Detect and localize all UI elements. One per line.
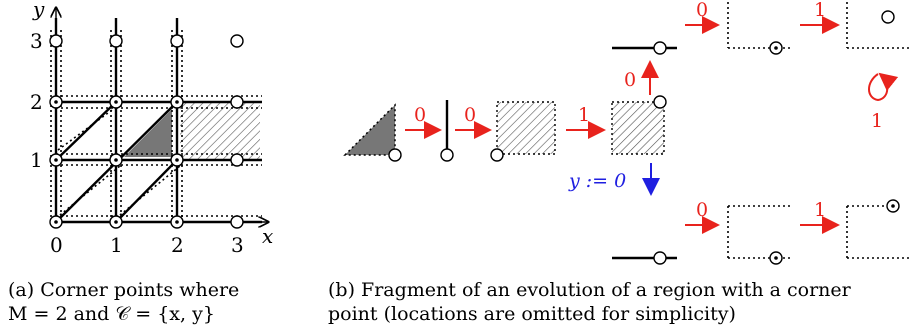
dotted-guides [50, 30, 262, 222]
caption-b: (b) Fragment of an evolution of a region… [328, 278, 851, 326]
panel-b: 0 0 1 0 0 1 [343, 0, 910, 265]
label-top2: 1 [814, 0, 826, 21]
state-bottom-region-2 [846, 205, 910, 259]
state-triangle [343, 103, 396, 156]
state-top-region-2 [846, 2, 910, 49]
label-up: 0 [624, 69, 636, 91]
y-tick-3: 3 [30, 29, 43, 53]
label-bot1: 0 [696, 199, 708, 221]
state-hatched-2 [611, 101, 665, 155]
label-t2: 0 [464, 104, 476, 126]
caption-a-line2: M = 2 and 𝒞 = {x, y} [8, 303, 215, 325]
state-hatched-2-corner [653, 95, 667, 109]
caption-a-line1: (a) Corner points where [8, 279, 240, 301]
state-bottom-region-2-dot [891, 204, 895, 208]
x-tick-2: 2 [171, 233, 184, 257]
y-tick-1: 1 [30, 148, 43, 172]
state-segment-corner [440, 148, 454, 162]
state-top-segment-corner [653, 41, 667, 55]
state-hatched-1-corner [490, 148, 504, 162]
state-bottom-region-1-dot [774, 256, 778, 260]
state-hatched-1 [496, 101, 556, 155]
hatched-region [180, 102, 260, 159]
caption-b-line1: (b) Fragment of an evolution of a region… [328, 279, 851, 301]
x-tick-0: 0 [50, 233, 63, 257]
x-tick-1: 1 [110, 233, 123, 257]
state-bottom-region-1 [727, 205, 790, 259]
caption-b-line2: point (locations are omitted for simplic… [328, 303, 736, 325]
loop-arrow [868, 72, 899, 102]
label-loop: 1 [871, 110, 883, 132]
state-top-region-2-corner [881, 10, 895, 24]
y-tick-2: 2 [30, 90, 43, 114]
x-axis-label: x [262, 224, 273, 248]
gray-triangle [124, 109, 172, 157]
label-t3: 1 [578, 104, 590, 126]
label-top1: 0 [696, 0, 708, 21]
state-triangle-corner [388, 148, 402, 162]
state-top-region-1-dot [774, 46, 778, 50]
panel-a: y x 0 1 2 3 1 2 3 [30, 0, 273, 257]
state-bottom-segment-corner [653, 251, 667, 265]
y-axis-label: y [32, 0, 45, 21]
caption-a: (a) Corner points where M = 2 and 𝒞 = {x… [8, 278, 239, 326]
label-reset: y := 0 [568, 170, 626, 192]
label-bot2: 1 [814, 199, 826, 221]
x-tick-3: 3 [231, 233, 244, 257]
label-t1: 0 [414, 104, 426, 126]
state-top-region-1 [727, 2, 790, 49]
corner-point-dots [54, 100, 179, 224]
label-reset-text: y := 0 [568, 170, 626, 192]
